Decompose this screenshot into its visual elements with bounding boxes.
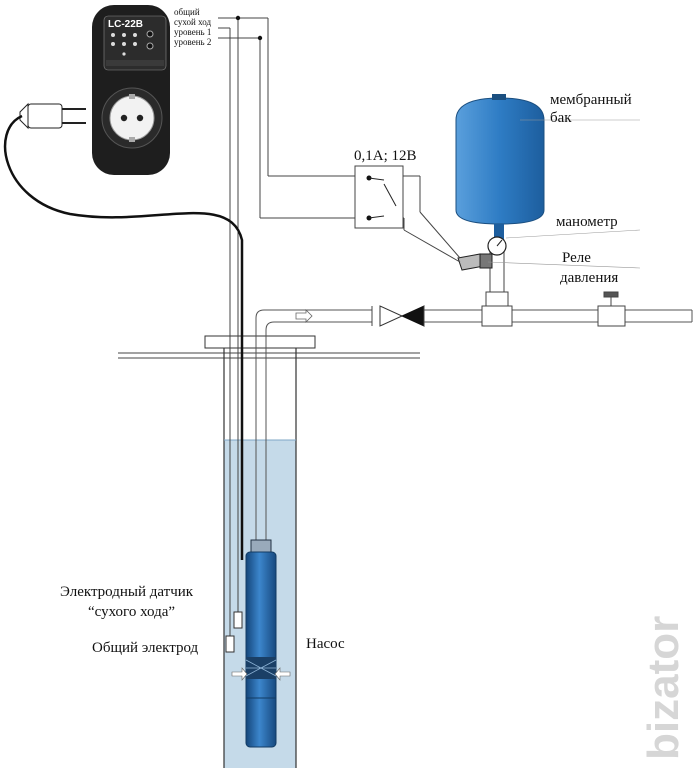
check-valve-icon bbox=[371, 305, 425, 327]
ground bbox=[118, 352, 420, 359]
outlet-valve-icon bbox=[597, 291, 626, 327]
pressure-switch-icon bbox=[457, 253, 493, 271]
dry-run-electrode bbox=[233, 611, 243, 629]
gauge-label: манометр bbox=[556, 214, 618, 230]
dry-sensor-label-2: “сухого хода” bbox=[88, 604, 175, 620]
wiring bbox=[218, 17, 641, 636]
well-cap bbox=[204, 335, 316, 349]
relay-spec-label: 0,1А; 12В bbox=[354, 148, 417, 164]
submersible-pump bbox=[231, 539, 291, 748]
terminal-common-label: общий bbox=[174, 7, 200, 17]
pressure-relay-label-2: давления bbox=[560, 270, 618, 286]
tee-fitting bbox=[481, 305, 513, 327]
device-model: LC-22B bbox=[108, 19, 143, 30]
power-plug-icon bbox=[19, 102, 86, 130]
flow-arrow-icon bbox=[295, 309, 313, 323]
common-electrode-label: Общий электрод bbox=[92, 640, 199, 656]
tank-label-2: бак bbox=[550, 110, 572, 126]
terminal-level1-label: уровень 1 bbox=[174, 27, 211, 37]
tank-label: мембранный bbox=[550, 92, 632, 108]
power-cable bbox=[3, 114, 244, 560]
junction-dot bbox=[257, 35, 263, 41]
pressure-relay-label: Реле bbox=[562, 250, 591, 266]
lc22b-controller: LC-22B bbox=[92, 5, 170, 175]
terminal-labels: общий сухой ход уровень 1 уровень 2 bbox=[174, 7, 211, 47]
membrane-tank bbox=[455, 94, 545, 240]
relay-box bbox=[354, 165, 404, 229]
junction-dot bbox=[235, 15, 241, 21]
tank-riser bbox=[485, 239, 509, 307]
dry-sensor-label: Электродный датчик bbox=[60, 584, 194, 600]
discharge-pipe bbox=[255, 309, 693, 545]
watermark: bizator bbox=[639, 616, 688, 760]
terminal-dry-run-label: сухой ход bbox=[174, 17, 211, 27]
common-electrode bbox=[225, 635, 235, 653]
terminal-level2-label: уровень 2 bbox=[174, 37, 211, 47]
pump-label: Насос bbox=[306, 636, 345, 652]
pressure-gauge-icon bbox=[487, 236, 507, 256]
